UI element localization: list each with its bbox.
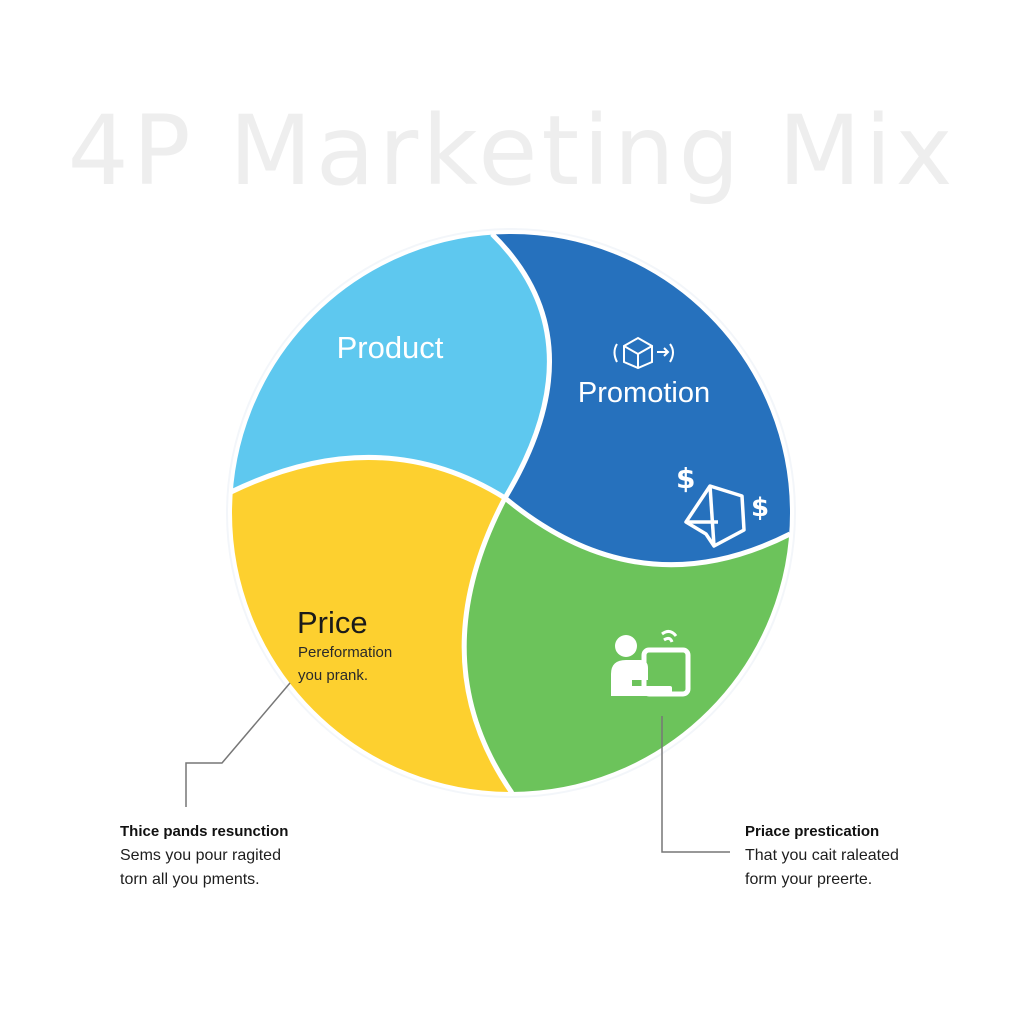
circle-outline — [228, 230, 794, 796]
segment-dividers — [229, 232, 792, 795]
page-title: 4P Marketing Mix — [67, 95, 957, 207]
box-arrow-icon — [613, 336, 674, 370]
price-subtext-1: Pereformation — [298, 644, 392, 661]
right-note: Priace prestication That you cait raleat… — [745, 820, 899, 892]
left-leader-line — [185, 682, 291, 807]
segment-price[interactable] — [230, 457, 513, 794]
left-note-line-1: Sems you pour ragited — [120, 847, 281, 864]
price-subtext-2: you prank. — [298, 667, 368, 684]
dollar-sign-1-icon: $ — [676, 462, 695, 495]
right-note-heading: Priace prestication — [745, 823, 880, 840]
product-label: Product — [337, 330, 444, 365]
segment-promotion[interactable] — [492, 233, 791, 565]
left-note-line-2: torn all you pments. — [120, 871, 260, 888]
right-note-line-1: That you cait raleated — [745, 847, 899, 864]
right-note-line-2: form your preerte. — [745, 871, 873, 888]
left-note: Thice pands resunction Sems you pour rag… — [120, 820, 288, 892]
person-screen-icon — [611, 629, 691, 697]
segment-product[interactable] — [231, 234, 550, 498]
left-note-heading: Thice pands resunction — [120, 823, 289, 840]
dollar-shape-icon: $ $ — [676, 462, 769, 548]
dollar-sign-2-icon: $ — [751, 493, 769, 523]
promotion-label: Promotion — [578, 377, 710, 409]
price-label: Price — [297, 605, 368, 640]
right-leader-line — [661, 716, 730, 853]
